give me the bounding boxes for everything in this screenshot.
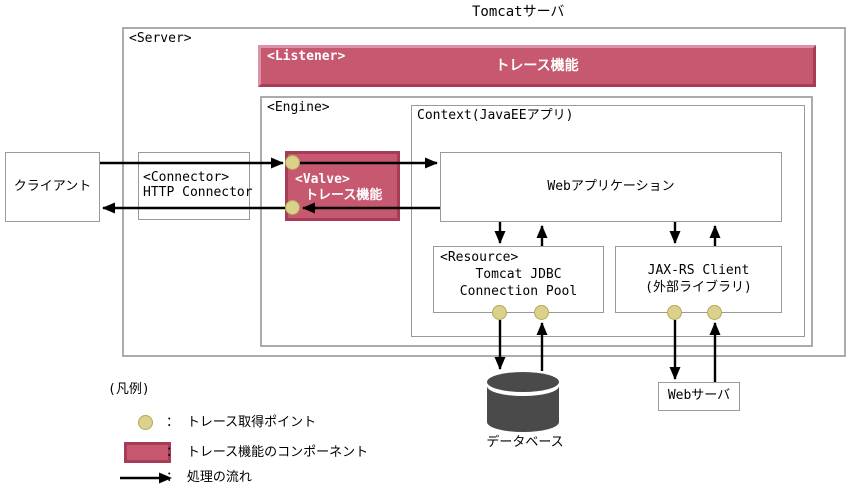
jaxrs-box: JAX-RS Client (外部ライブラリ)	[615, 246, 782, 313]
legend-row-trace-component: ： トレース機能のコンポーネント	[166, 445, 369, 460]
webserver-label: Webサーバ	[667, 388, 731, 404]
legend-flow-arrow-icon	[120, 472, 172, 484]
server-box: <Server>	[122, 27, 846, 357]
webapp-label: Webアプリケーション	[547, 178, 675, 194]
context-label: Context(JavaEEアプリ)	[417, 108, 574, 123]
legend-row-flow: ： 処理の流れ	[166, 470, 252, 485]
valve-title: トレース機能	[305, 188, 383, 203]
jaxrs-label-line1: JAX-RS Client	[647, 262, 750, 278]
client-box: クライアント	[5, 152, 100, 222]
engine-label: <Engine>	[267, 100, 330, 115]
server-label: <Server>	[129, 31, 192, 46]
trace-point-jaxrs-out	[667, 305, 682, 320]
trace-point-jdbc-in	[534, 305, 549, 320]
legend-trace-point-icon	[138, 415, 153, 430]
diagram-title: Tomcatサーバ	[472, 4, 565, 20]
valve-box: <Valve> トレース機能	[285, 151, 400, 221]
trace-point-valve-in	[285, 155, 300, 170]
listener-label: <Listener>	[267, 49, 346, 64]
resource-label-line2: Tomcat JDBC	[475, 266, 562, 282]
jaxrs-label-line2: (外部ライブラリ)	[645, 279, 752, 295]
resource-label-line3: Connection Pool	[459, 283, 578, 299]
valve-label: <Valve>	[295, 172, 350, 187]
webapp-box: Webアプリケーション	[440, 152, 782, 222]
database-icon	[487, 372, 559, 432]
client-label: クライアント	[13, 178, 92, 194]
trace-point-jdbc-out	[492, 305, 507, 320]
resource-box: <Resource> Tomcat JDBC Connection Pool	[433, 246, 604, 313]
resource-label-line1: <Resource>	[440, 250, 519, 265]
connector-box: <Connector> HTTP Connector	[138, 152, 253, 220]
connector-label-line1: <Connector>	[143, 170, 230, 186]
listener-title: トレース機能	[495, 57, 579, 74]
trace-point-jaxrs-in	[707, 305, 722, 320]
trace-point-valve-out	[285, 200, 300, 215]
connector-label-line2: HTTP Connector	[143, 185, 253, 200]
engine-box: <Engine>	[260, 96, 813, 347]
legend-row-trace-point: ： トレース取得ポイント	[166, 415, 317, 430]
listener-box: <Listener> トレース機能	[258, 45, 816, 87]
webserver-box: Webサーバ	[658, 382, 740, 411]
database-label: データベース	[486, 435, 564, 450]
legend-title: (凡例)	[108, 382, 150, 397]
legend-trace-component-icon	[124, 442, 171, 463]
